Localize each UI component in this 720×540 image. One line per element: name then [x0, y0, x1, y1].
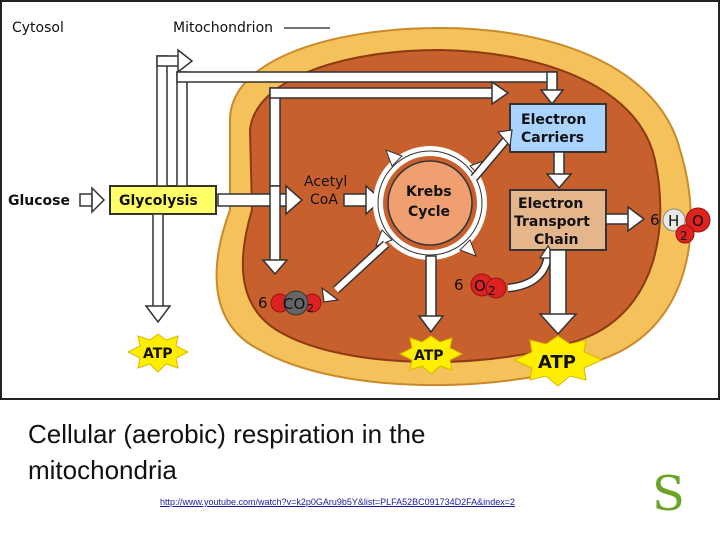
- atp-label-2: ATP: [414, 348, 444, 364]
- atp-burst-krebs: [398, 335, 464, 375]
- arrow-glycolysis-to-electron-carriers: [176, 71, 565, 187]
- etc-label-1: Electron: [518, 196, 583, 212]
- arrow-glycolysis-to-co2: [261, 185, 289, 276]
- arrow-glycolysis-to-atp: [144, 213, 172, 324]
- arrow-glucose-to-glycolysis: [79, 186, 106, 214]
- electron-carriers-box: [509, 103, 607, 153]
- atp-label-3: ATP: [538, 352, 576, 373]
- atp-burst-glycolysis: [126, 333, 190, 373]
- co2-subscript: 2: [307, 302, 314, 315]
- etc-box: [509, 189, 607, 251]
- glycolysis-box: [109, 185, 217, 215]
- mitochondrion-label: Mitochondrion: [173, 20, 273, 36]
- o2-oxygen-2: [485, 277, 507, 299]
- co2-coefficient: 6: [258, 294, 268, 312]
- arrow-krebs-to-electron-carriers: [470, 129, 513, 181]
- cycle-label: Cycle: [408, 204, 450, 220]
- slide-caption: Cellular (aerobic) respiration in the mi…: [28, 416, 588, 488]
- arrow-etc-to-h2o: [605, 205, 646, 233]
- caption-line-1: Cellular (aerobic) respiration in the: [28, 419, 426, 449]
- glucose-label: Glucose: [8, 193, 70, 209]
- h2o-h: H: [668, 212, 679, 230]
- cytosol-label: Cytosol: [12, 20, 64, 36]
- youtube-link[interactable]: http://www.youtube.com/watch?v=k2p0GAru9…: [160, 497, 515, 507]
- co2-text: CO: [283, 295, 305, 313]
- co2-carbon: [283, 290, 309, 316]
- atp-label-1: ATP: [143, 346, 173, 362]
- glycolysis-label: Glycolysis: [119, 193, 198, 209]
- h2o-subscript: 2: [680, 229, 688, 243]
- o2-text: O: [474, 277, 486, 295]
- arrow-krebs-to-atp: [417, 255, 445, 334]
- h2o-o: O: [692, 212, 704, 230]
- h2o-oxygen-atom-2: [675, 224, 695, 244]
- arrow-krebs-to-co2: [321, 240, 390, 303]
- arrow-etc-to-atp: [538, 249, 578, 336]
- etc-label-3: Chain: [534, 232, 578, 248]
- krebs-cycle: [373, 146, 487, 260]
- caption-line-2: mitochondria: [28, 455, 177, 485]
- o2-coefficient: 6: [454, 276, 464, 294]
- atp-burst-etc: [512, 335, 604, 387]
- electron-carriers-label-1: Electron: [521, 112, 586, 128]
- coa-label: CoA: [310, 192, 338, 208]
- arrow-glycolysis-to-mitochondrion: [156, 48, 194, 187]
- respiration-diagram: Cytosol Mitochondrion Glucose Glycolysis…: [0, 0, 720, 400]
- acetyl-label: Acetyl: [304, 174, 347, 190]
- arrow-carriers-to-etc: [545, 151, 573, 190]
- h2o-oxygen-atom: [685, 207, 711, 233]
- o2-subscript: 2: [488, 284, 496, 298]
- etc-label-2: Transport: [514, 214, 590, 230]
- h2o-hydrogen-atom: [662, 208, 686, 232]
- brand-logo: S: [652, 466, 685, 522]
- h2o-coefficient: 6: [650, 211, 660, 229]
- krebs-label: Krebs: [406, 184, 452, 200]
- electron-carriers-label-2: Carriers: [521, 130, 584, 146]
